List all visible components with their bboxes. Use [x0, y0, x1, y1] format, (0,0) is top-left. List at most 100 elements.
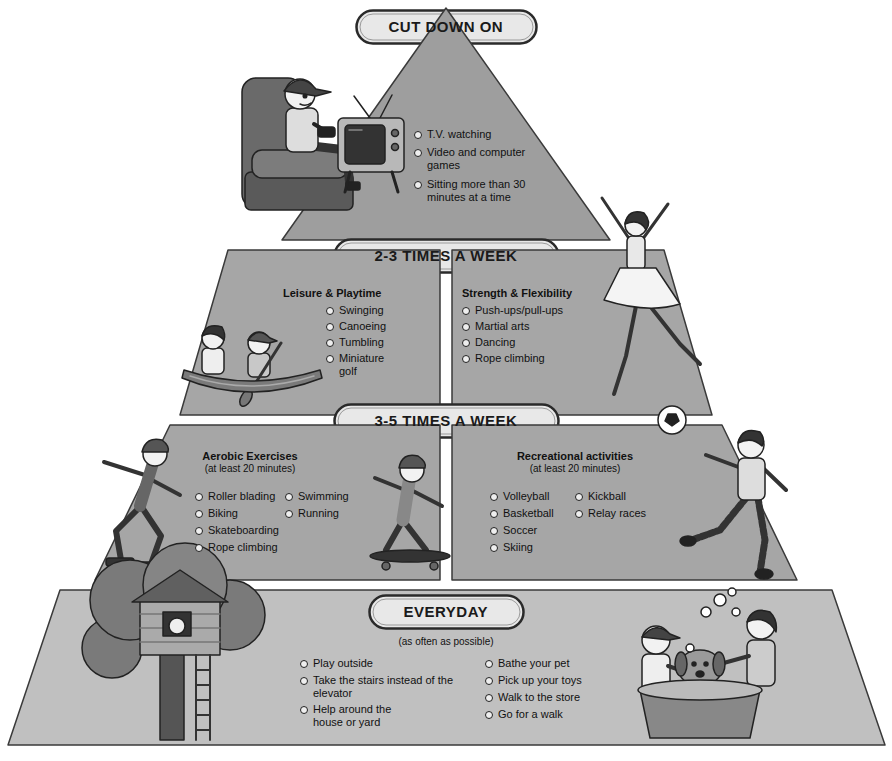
dog-wash-illustration-part: [686, 644, 694, 652]
activity-item: Basketball: [490, 507, 554, 520]
frequency-banner: 2-3 TIMES A WEEK: [333, 238, 560, 274]
tier-heading: Strength & Flexibility: [462, 287, 572, 300]
tier-heading: Leisure & Playtime: [283, 287, 381, 300]
canoe-illustration-part: [202, 348, 224, 374]
activity-item: Roller blading: [195, 490, 275, 503]
tv-kid-illustration-part: [284, 80, 331, 96]
activity-item: Push-ups/pull-ups: [462, 304, 563, 317]
activity-item: Rope climbing: [462, 352, 545, 365]
activity-item: Miniature golf: [326, 352, 399, 378]
tv-kid-illustration-part: [318, 127, 335, 137]
activity-item: Pick up your toys: [485, 674, 582, 687]
skateboarder-illustration-part: [430, 562, 438, 570]
soccer-illustration-part: [665, 414, 679, 426]
pyramid-tier: T.V. watchingVideo and computer gamesSit…: [282, 8, 610, 240]
dog-wash-illustration-part: [728, 588, 736, 596]
tier-outline: [452, 425, 797, 580]
canoe-illustration-part: [190, 376, 314, 386]
dog-wash-illustration-part: [713, 652, 725, 676]
dancer-illustration-part: [625, 212, 649, 230]
activity-item: Swinging: [326, 304, 384, 317]
frequency-banner: EVERYDAY: [368, 594, 525, 630]
tv-kid-illustration-part: [392, 144, 399, 151]
banner-text: EVERYDAY: [404, 603, 489, 621]
tv-kid-illustration-part: [303, 94, 307, 98]
tv-kid-illustration-part: [338, 118, 404, 172]
heading-note: (at least 20 minutes): [530, 463, 621, 475]
tv-kid-illustration-part: [345, 125, 385, 164]
treehouse-illustration-part: [140, 614, 220, 642]
tv-kid-illustration-part: [286, 108, 318, 152]
skateboarder-illustration-part: [370, 550, 450, 562]
tier-shape: [282, 8, 610, 240]
activity-item: Running: [285, 507, 339, 520]
activity-item: Martial arts: [462, 320, 529, 333]
treehouse-illustration-part: [163, 612, 191, 636]
treehouse-illustration-part: [169, 618, 185, 634]
skateboarder-illustration-part: [382, 562, 390, 570]
activity-item: Dancing: [462, 336, 515, 349]
tier-outline: [282, 8, 610, 240]
treehouse-illustration-part: [132, 570, 228, 602]
tier-outline: [452, 250, 712, 415]
soccer-illustration-part: [658, 406, 686, 434]
tv-kid-illustration-part: [252, 150, 348, 178]
activity-item: Swimming: [285, 490, 349, 503]
activity-item: Skiing: [490, 541, 533, 554]
frequency-banner: 3-5 TIMES A WEEK: [333, 403, 560, 439]
dog-wash-illustration-part: [747, 610, 776, 632]
tv-kid-illustration-part: [349, 129, 362, 131]
tier-shape: [180, 250, 440, 415]
banner-text: 2-3 TIMES A WEEK: [375, 247, 518, 265]
rollerblader-illustration-part: [142, 439, 168, 452]
skateboarder-illustration-part: [403, 482, 409, 520]
activity-item: Tumbling: [326, 336, 384, 349]
pyramid-tier: Aerobic Exercises(at least 20 minutes) Ro…: [95, 425, 440, 580]
dog-wash-illustration-part: [675, 652, 687, 676]
frequency-banner: CUT DOWN ON: [355, 9, 538, 45]
dancer-illustration-part: [602, 198, 668, 240]
tier-heading: Aerobic Exercises: [202, 450, 297, 463]
dog-wash-illustration-part: [696, 671, 704, 677]
dog-wash-illustration-part: [747, 640, 775, 686]
dancer-illustration-part: [627, 236, 645, 270]
heading-note: (at least 20 minutes): [205, 463, 296, 475]
dog-wash-illustration-part: [638, 680, 762, 700]
soccer-illustration-part: [738, 430, 764, 446]
tier-outline: [8, 590, 885, 745]
activity-item: Sitting more than 30 minutes at a time: [414, 178, 537, 204]
tv-kid-illustration-part: [392, 130, 399, 137]
tier-outline: [180, 250, 440, 415]
soccer-illustration-part: [680, 536, 696, 546]
tier-shape: [95, 425, 440, 580]
activity-item: Relay races: [575, 507, 646, 520]
activity-item: Volleyball: [490, 490, 549, 503]
banner-text: 3-5 TIMES A WEEK: [375, 412, 518, 430]
banner-outline: [369, 596, 523, 629]
activity-item: Canoeing: [326, 320, 386, 333]
activity-item: Video and computer games: [414, 146, 527, 172]
tv-kid-illustration-part: [300, 103, 311, 105]
activity-item: Play outside: [300, 657, 373, 670]
activity-item: Walk to the store: [485, 691, 580, 704]
activity-item: Bathe your pet: [485, 657, 570, 670]
activity-item: Rope climbing: [195, 541, 278, 554]
activity-item: T.V. watching: [414, 128, 491, 141]
soccer-illustration-part: [755, 569, 773, 579]
soccer-illustration-part: [738, 458, 765, 500]
heading-note: (as often as possible): [398, 636, 493, 648]
dog-wash-illustration-part: [732, 608, 740, 616]
dog-wash-illustration-part: [704, 662, 708, 666]
dog-wash-illustration-part: [701, 607, 711, 617]
pyramid-tier: Leisure & PlaytimeSwingingCanoeingTumbli…: [180, 250, 440, 415]
tier-heading: Recreational activities: [517, 450, 633, 463]
banner-inner-line: [373, 599, 520, 625]
activity-item: Skateboarding: [195, 524, 279, 537]
pyramid-tier: Strength & FlexibilityPush-ups/pull-upsM…: [452, 250, 712, 415]
activity-item: Kickball: [575, 490, 626, 503]
treehouse-illustration-part: [140, 600, 220, 655]
activity-item: Soccer: [490, 524, 537, 537]
activity-item: Go for a walk: [485, 708, 563, 721]
dog-wash-illustration-part: [692, 662, 696, 666]
